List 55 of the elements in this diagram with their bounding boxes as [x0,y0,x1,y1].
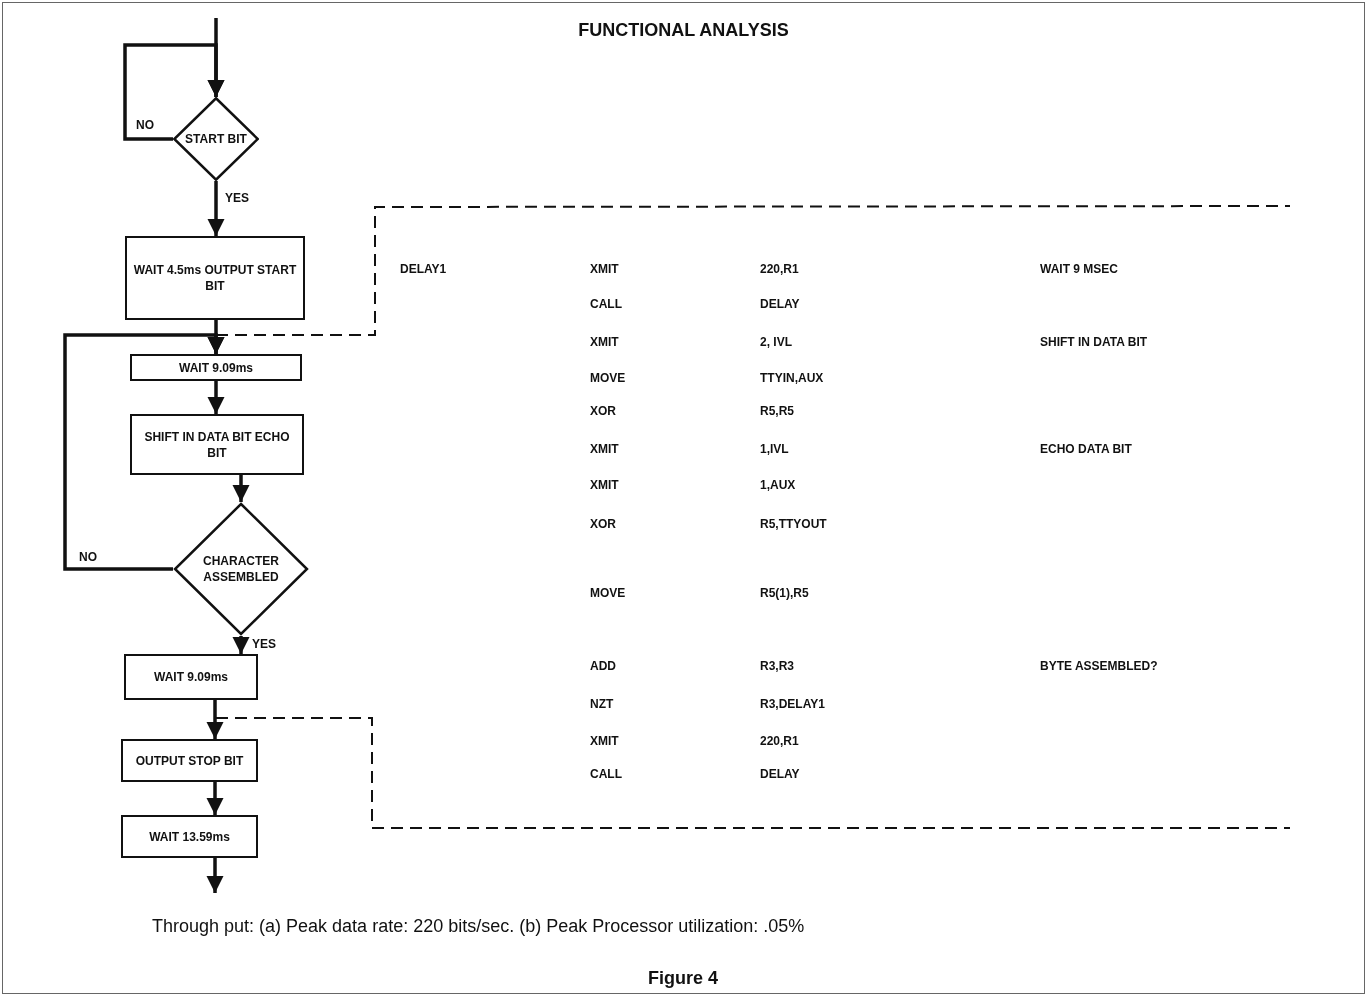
code-text: XMIT [590,262,619,276]
code-text: DELAY [760,767,800,781]
code-text: WAIT 9 MSEC [1040,262,1118,276]
code-text: TTYIN,AUX [760,371,824,385]
code-text: SHIFT IN DATA BIT [1040,335,1148,349]
process-box: WAIT 9.09ms [130,354,302,381]
code-text: XOR [590,517,616,531]
code-text: XMIT [590,478,619,492]
code-text: R3,DELAY1 [760,697,825,711]
arrow [206,782,224,815]
arrow [232,475,250,502]
code-text: ADD [590,659,616,673]
arrow [206,858,224,893]
code-text: 220,R1 [760,262,799,276]
decision-diamond: START BIT [173,97,259,181]
code-text: 220,R1 [760,734,799,748]
code-text: DELAY [760,297,800,311]
arrow [207,381,225,414]
edge-label: YES [224,191,250,205]
process-box: SHIFT IN DATA BIT ECHO BIT [130,414,304,475]
code-text: CALL [590,297,622,311]
code-text: R5,TTYOUT [760,517,827,531]
edge-label: NO [78,550,98,564]
code-text: CALL [590,767,622,781]
code-text: BYTE ASSEMBLED? [1040,659,1158,673]
arrow [207,181,225,236]
code-text: NZT [590,697,614,711]
caption: Figure 4 [647,968,719,989]
code-text: XOR [590,404,616,418]
code-text: R3,R3 [760,659,794,673]
code-text: R5,R5 [760,404,794,418]
code-text: DELAY1 [400,262,447,276]
code-text: 1,AUX [760,478,796,492]
code-text: R5(1),R5 [760,586,809,600]
code-text: MOVE [590,586,626,600]
arrow [206,700,224,739]
code-text: XMIT [590,442,619,456]
decision-diamond: CHARACTER ASSEMBLED [173,502,309,636]
code-text: XMIT [590,335,619,349]
edge-label: YES [251,637,277,651]
process-box: WAIT 4.5ms OUTPUT START BIT [125,236,305,320]
process-box: WAIT 9.09ms [124,654,258,700]
code-text: MOVE [590,371,626,385]
title: FUNCTIONAL ANALYSIS [577,20,790,41]
code-text: 2, IVL [760,335,792,349]
code-text: 1,IVL [760,442,789,456]
process-box: OUTPUT STOP BIT [121,739,258,782]
note-text: Through put: (a) Peak data rate: 220 bits/sec. (b) Peak Processor utilization: .05% [152,915,805,937]
code-text: ECHO DATA BIT [1040,442,1132,456]
code-text: XMIT [590,734,619,748]
process-box: WAIT 13.59ms [121,815,258,858]
arrow [63,333,225,571]
arrow [232,636,250,654]
edge-label: NO [135,118,155,132]
arrow [123,43,225,141]
